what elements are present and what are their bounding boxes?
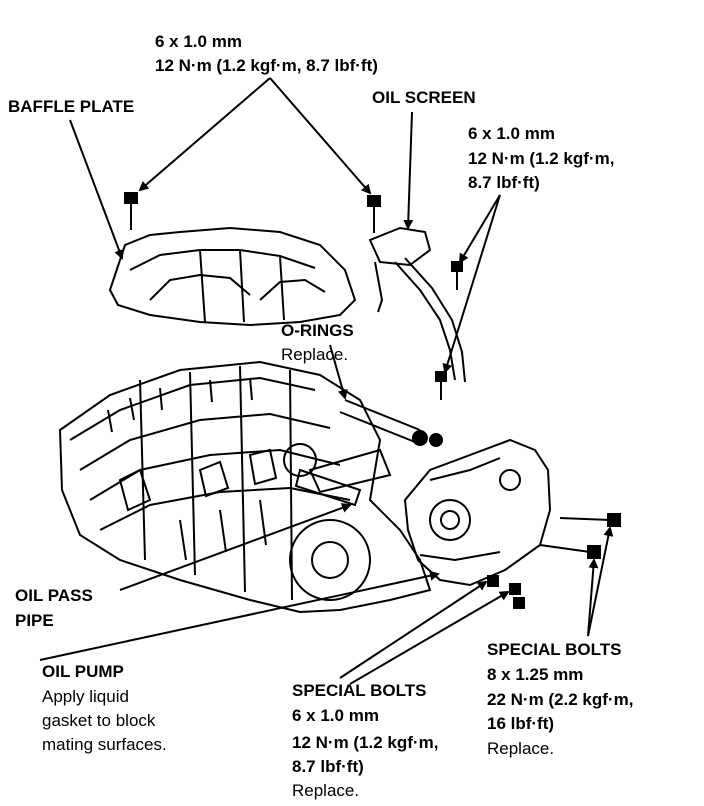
- oil-pump-label: OIL PUMP: [42, 662, 124, 681]
- baffle-plate-label: BAFFLE PLATE: [8, 97, 135, 116]
- special-bolts-right-torque-1: 22 N·m (2.2 kgf·m,: [487, 690, 634, 709]
- oil-pump-note-3: mating surfaces.: [42, 735, 167, 754]
- oil-pass-pipe-label-1: OIL PASS: [15, 586, 93, 605]
- special-bolts-lower-note: Replace.: [292, 781, 360, 800]
- oil-screen-label: OIL SCREEN: [372, 88, 476, 107]
- special-bolts-right-drawing: [539, 513, 621, 559]
- top-bolts-size: 6 x 1.0 mm: [155, 32, 242, 51]
- o-rings-note: Replace.: [281, 345, 349, 364]
- oil-pump-note-1: Apply liquid: [42, 687, 129, 706]
- special-bolts-lower-torque-1: 12 N·m (1.2 kgf·m,: [292, 733, 439, 752]
- right-bolts-torque-2: 8.7 lbf·ft): [468, 173, 540, 192]
- special-bolts-right-note: Replace.: [487, 739, 555, 758]
- baffle-bolts: [124, 192, 381, 233]
- o-rings-label: O-RINGS: [281, 321, 354, 340]
- right-bolts-size: 6 x 1.0 mm: [468, 124, 555, 143]
- special-bolts-lower-drawing: [487, 575, 525, 609]
- special-bolts-lower-torque-2: 8.7 lbf·ft): [292, 757, 364, 776]
- oil-pass-pipe: [294, 399, 443, 507]
- special-bolts-lower-title: SPECIAL BOLTS: [292, 681, 427, 700]
- oil-pass-pipe-label-2: PIPE: [15, 611, 54, 630]
- special-bolts-lower-size: 6 x 1.0 mm: [292, 706, 379, 725]
- oil-pump-note-2: gasket to block: [42, 711, 156, 730]
- top-bolts-torque: 12 N·m (1.2 kgf·m, 8.7 lbf·ft): [155, 56, 378, 75]
- right-bolts-torque-1: 12 N·m (1.2 kgf·m,: [468, 149, 615, 168]
- special-bolts-right-size: 8 x 1.25 mm: [487, 665, 584, 684]
- special-bolts-right-torque-2: 16 lbf·ft): [487, 714, 555, 733]
- oil-screen: [368, 226, 466, 383]
- oil-screen-bolts: [435, 261, 463, 400]
- special-bolts-right-title: SPECIAL BOLTS: [487, 640, 622, 659]
- engine-block: [58, 360, 432, 614]
- baffle-plate: [108, 226, 357, 327]
- oil-pump: [403, 438, 552, 587]
- leader-lines: [39, 77, 614, 685]
